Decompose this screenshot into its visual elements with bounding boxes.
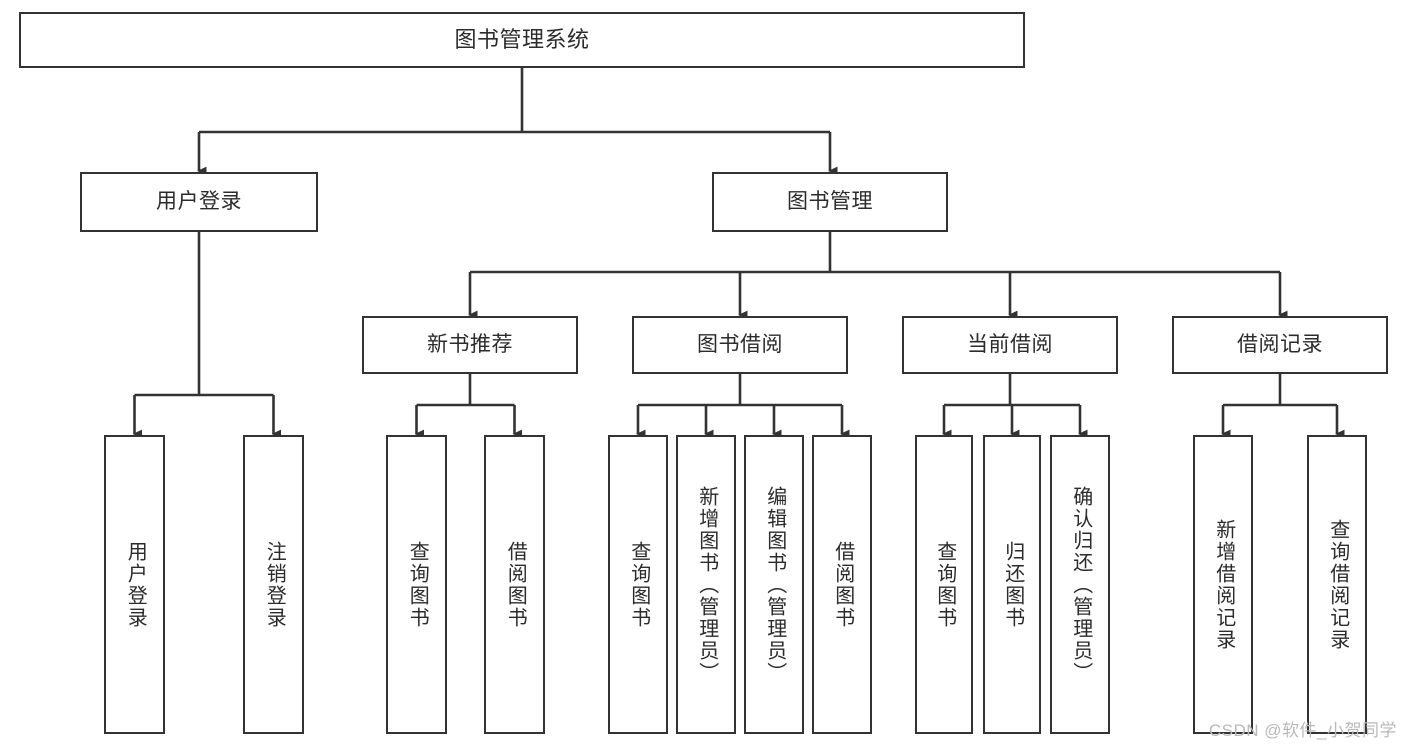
- leaf-add-book-label: 新增图书（管理员）: [695, 485, 718, 684]
- leaf-return-book[interactable]: 归还图书: [983, 435, 1041, 734]
- leaf-user-logout-label: 注销登录: [263, 540, 286, 629]
- node-book-borrow[interactable]: 图书借阅: [632, 316, 848, 374]
- leaf-borrow-book-label: 借阅图书: [831, 540, 854, 629]
- node-current-borrow[interactable]: 当前借阅: [902, 316, 1118, 374]
- leaf-add-record-label: 新增借阅记录: [1212, 518, 1235, 651]
- leaf-borrow-book[interactable]: 借阅图书: [812, 435, 872, 734]
- leaf-add-book[interactable]: 新增图书（管理员）: [676, 435, 736, 734]
- leaf-return-book-label: 归还图书: [1001, 540, 1024, 629]
- node-current-borrow-label: 当前借阅: [967, 333, 1053, 357]
- node-user-login[interactable]: 用户登录: [80, 172, 318, 232]
- leaf-edit-book-label: 编辑图书（管理员）: [763, 485, 786, 684]
- node-book-borrow-label: 图书借阅: [697, 333, 783, 357]
- node-book-manage-label: 图书管理: [787, 190, 873, 214]
- node-root-label: 图书管理系统: [454, 26, 590, 52]
- node-book-manage[interactable]: 图书管理: [712, 172, 948, 232]
- leaf-user-logout[interactable]: 注销登录: [243, 435, 304, 734]
- leaf-query-book-cur-label: 查询图书: [933, 540, 956, 629]
- node-root[interactable]: 图书管理系统: [19, 12, 1025, 68]
- leaf-edit-book[interactable]: 编辑图书（管理员）: [744, 435, 804, 734]
- leaf-add-record[interactable]: 新增借阅记录: [1193, 435, 1253, 734]
- node-new-book-rec-label: 新书推荐: [427, 333, 513, 357]
- leaf-borrow-book-rec[interactable]: 借阅图书: [484, 435, 545, 734]
- leaf-query-book-rec-label: 查询图书: [406, 540, 429, 629]
- leaf-query-book-rec[interactable]: 查询图书: [386, 435, 447, 734]
- leaf-query-record-label: 查询借阅记录: [1326, 518, 1349, 651]
- leaf-query-book-cur[interactable]: 查询图书: [915, 435, 973, 734]
- node-new-book-rec[interactable]: 新书推荐: [362, 316, 578, 374]
- leaf-query-record[interactable]: 查询借阅记录: [1307, 435, 1367, 734]
- leaf-query-book-label: 查询图书: [627, 540, 650, 629]
- leaf-borrow-book-rec-label: 借阅图书: [504, 540, 527, 629]
- leaf-user-login-label: 用户登录: [124, 540, 147, 629]
- node-borrow-record[interactable]: 借阅记录: [1172, 316, 1388, 374]
- watermark: CSDN @软件_小贺同学: [1208, 721, 1397, 740]
- leaf-user-login[interactable]: 用户登录: [104, 435, 165, 734]
- node-borrow-record-label: 借阅记录: [1237, 333, 1323, 357]
- node-user-login-label: 用户登录: [156, 190, 242, 214]
- leaf-query-book[interactable]: 查询图书: [608, 435, 668, 734]
- leaf-confirm-return-label: 确认归还（管理员）: [1069, 485, 1092, 684]
- leaf-confirm-return[interactable]: 确认归还（管理员）: [1050, 435, 1110, 734]
